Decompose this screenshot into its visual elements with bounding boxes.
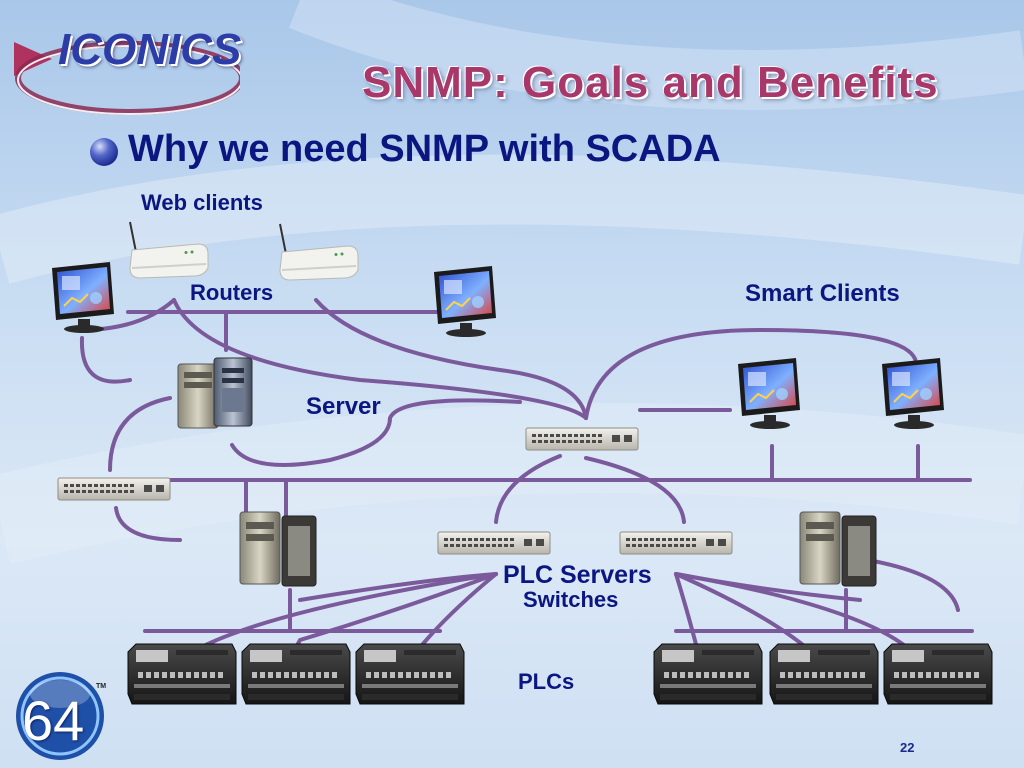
trademark-mark: TM (96, 683, 107, 690)
label-plcs: PLCs (518, 669, 575, 694)
plc-3 (355, 643, 465, 705)
plc-server-towers-left (239, 511, 317, 587)
plc-5 (769, 643, 879, 705)
logo-wordmark: ICONICS (58, 25, 242, 74)
label-smart-clients: Smart Clients (745, 280, 900, 307)
router-1 (129, 221, 209, 279)
switch-left (57, 477, 171, 501)
plc-1 (127, 643, 237, 705)
switch-center (525, 427, 639, 451)
label-plc-servers: PLC Servers (503, 561, 652, 589)
plc-2 (241, 643, 351, 705)
connection-lines (58, 298, 974, 662)
switch-plc-right (619, 531, 733, 555)
smart-client-monitor-1 (737, 357, 801, 430)
label-server: Server (306, 393, 381, 420)
server-towers (177, 357, 253, 429)
slide-title: SNMP: Goals and Benefits (362, 58, 939, 107)
switch-plc-left (437, 531, 551, 555)
plc-server-towers-right (799, 511, 877, 587)
router-2 (279, 223, 359, 281)
bullet-text: Why we need SNMP with SCADA (128, 128, 721, 170)
version-64-badge (16, 672, 104, 760)
bullet-icon (90, 138, 118, 166)
smart-client-monitor-2 (881, 357, 945, 430)
version-badge-number: 64 (22, 689, 85, 752)
label-web-clients: Web clients (141, 190, 263, 215)
page-number: 22 (900, 740, 915, 755)
iconics-logo (14, 41, 240, 115)
plc-4 (653, 643, 763, 705)
plc-6 (883, 643, 993, 705)
label-switches: Switches (523, 587, 619, 612)
web-client-monitor-1 (51, 261, 115, 334)
web-client-monitor-2 (433, 265, 497, 338)
label-routers: Routers (190, 280, 274, 305)
